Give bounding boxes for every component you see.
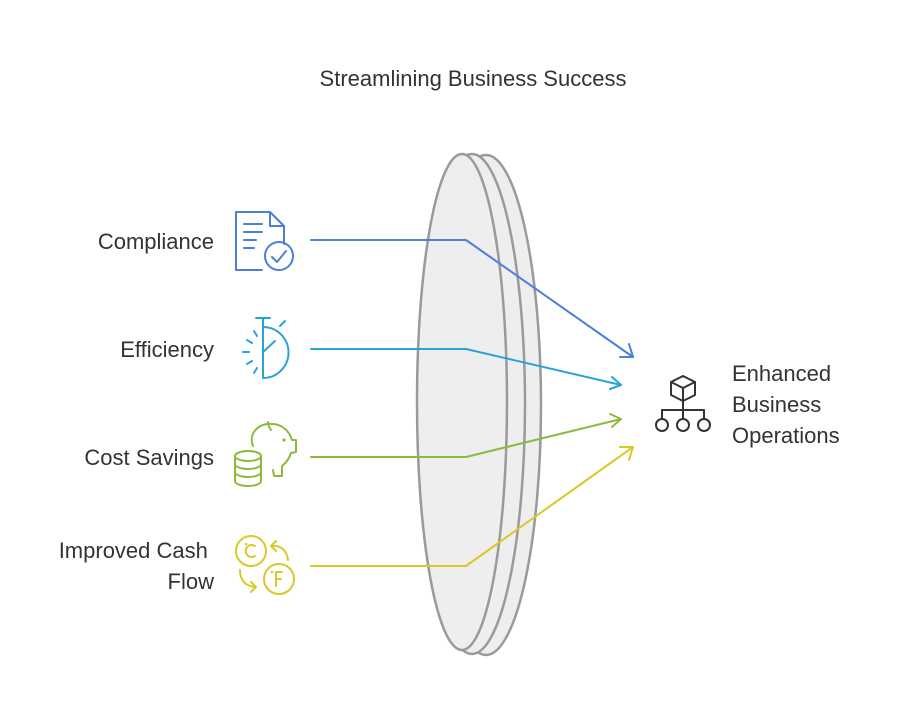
arrow-line: [310, 446, 634, 567]
arrow-cash-flow: [310, 446, 634, 567]
label-improved-cash-flow: Improved Cash Flow: [59, 538, 214, 594]
currency-exchange-icon: [235, 535, 295, 595]
lens: [415, 152, 543, 657]
label-compliance: Compliance: [98, 229, 214, 254]
arrow-line: [310, 239, 634, 358]
arrows: [310, 239, 634, 567]
document-check-icon: [235, 211, 294, 271]
label-efficiency: Efficiency: [120, 337, 214, 362]
arrow-head: [609, 413, 622, 428]
input-labels: Compliance Efficiency Cost Savings Impro…: [59, 229, 214, 594]
arrow-cost-savings: [310, 413, 622, 458]
piggy-bank-coins-icon: [234, 421, 297, 487]
arrow-line: [310, 348, 622, 386]
label-cost-savings: Cost Savings: [84, 445, 214, 470]
arrow-head: [619, 446, 634, 461]
diagram-title: Streamlining Business Success: [320, 66, 627, 91]
arrow-efficiency: [310, 348, 622, 390]
arrow-compliance: [310, 239, 634, 358]
network-cube-icon: [655, 375, 711, 432]
label-enhanced-business-operations: Enhanced Business Operations: [732, 361, 840, 448]
stopwatch-icon: [242, 317, 290, 379]
arrow-line: [310, 418, 622, 458]
arrow-head: [609, 376, 622, 390]
arrow-head: [619, 343, 634, 358]
lens-front-disc: [415, 152, 509, 652]
